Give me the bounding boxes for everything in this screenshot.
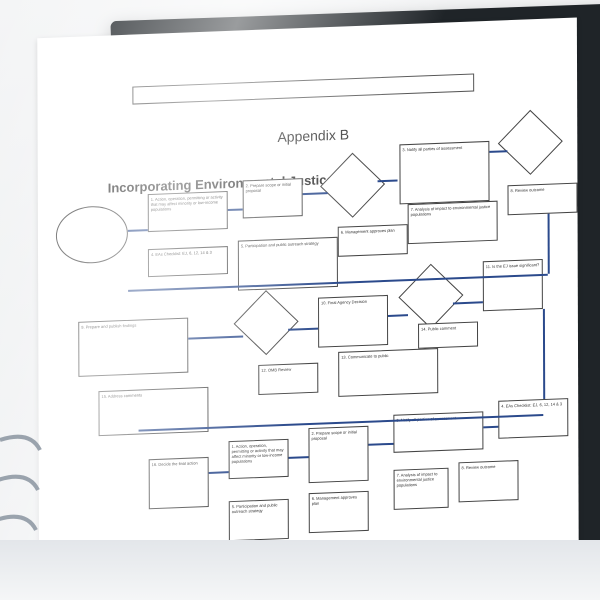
binder-rings — [0, 434, 42, 532]
appendix-heading: Appendix B — [277, 126, 350, 146]
connector-line — [188, 335, 244, 340]
connector-line — [288, 456, 309, 459]
step-box: 1. Action, operation, permitting or acti… — [147, 191, 228, 233]
step-box: 3. Notify all parties of assessment — [399, 140, 490, 205]
flowchart-sheet: Appendix B Incorporating Environmental J… — [37, 17, 579, 579]
step-box: 6. Management approves plan — [308, 490, 369, 534]
connector-line — [368, 442, 394, 446]
step-box: 2. Prepare scope or initial proposal — [308, 425, 369, 484]
decision-diamond — [497, 109, 563, 175]
connector-line — [227, 208, 243, 212]
step-box: 2. Prepare scope or initial proposal — [242, 178, 303, 219]
step-box: 11. Is the EJ issue significant? — [482, 258, 543, 312]
title-bar — [132, 73, 475, 105]
step-box: 9. Prepare and publish findings — [78, 317, 189, 377]
connector-line — [127, 229, 148, 232]
step-box: 5. Participation and public outreach str… — [228, 498, 289, 542]
step-box: 7. Analysis of impact to environmental j… — [407, 200, 498, 245]
step-box: 12. OMB Review — [258, 362, 319, 395]
sleeve-edge — [0, 540, 600, 600]
step-box: 4. EAs Checklist: EJ, 6, 12, 14 & 3 — [147, 246, 228, 278]
step-box: 13. Communicate to public — [338, 348, 439, 397]
connector-line — [547, 213, 550, 274]
connector-line — [483, 425, 499, 429]
step-box: 4. EAs Checklist: EJ, 6, 12, 14 & 3 — [498, 398, 569, 439]
decision-diamond — [233, 290, 299, 356]
connector-line — [542, 308, 546, 400]
connector-line — [388, 314, 409, 317]
decision-diamond — [320, 152, 386, 218]
step-box: 8. Review outcome — [507, 182, 578, 216]
connector-line — [452, 301, 483, 305]
step-box: 1. Action, operation, permitting or acti… — [228, 438, 289, 480]
step-box: 16. Decide the final action — [148, 456, 209, 510]
connector-line — [208, 471, 229, 474]
start-oval — [55, 204, 128, 265]
step-box: 10. Final Agency Decision — [317, 294, 389, 348]
step-box: 6. Management approves plan — [337, 224, 408, 257]
connector-line — [302, 192, 328, 196]
step-box: 8. Review outcome — [458, 460, 519, 503]
connector-line — [288, 327, 319, 331]
step-box: 7. Analysis of impact to environmental j… — [393, 467, 449, 510]
connector-line — [377, 179, 398, 183]
step-box: 14. Public comment — [418, 321, 479, 349]
decision-diamond — [398, 263, 464, 329]
connector-line — [489, 150, 508, 153]
